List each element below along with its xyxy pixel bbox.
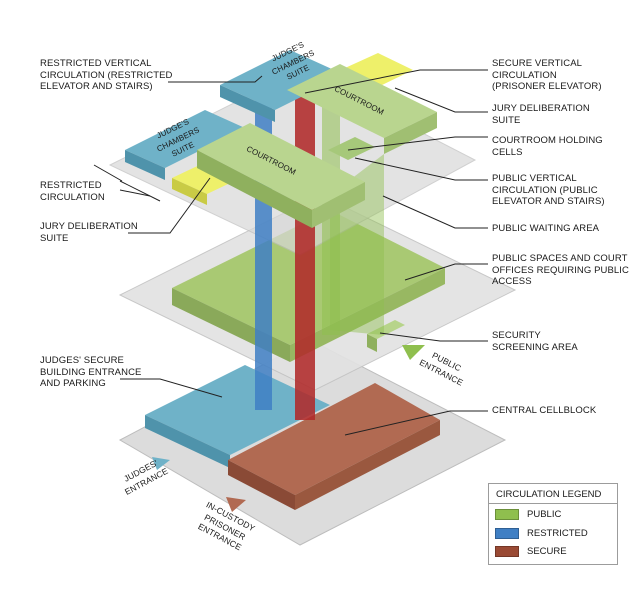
legend-item-secure: SECURE	[495, 546, 567, 557]
public-entrance-arrow	[402, 345, 425, 360]
judges-entrance-arrow	[152, 457, 170, 470]
legend-item-public: PUBLIC	[495, 509, 561, 520]
courtroom-right-block	[287, 64, 437, 138]
label-screening: SECURITY SCREENING AREA	[492, 330, 578, 353]
central-cellblock-block	[228, 383, 440, 495]
legend-swatch-secure	[495, 546, 519, 557]
legend-item-restricted: RESTRICTED	[495, 528, 588, 539]
holding-cells-block	[328, 137, 375, 160]
label-secure-vertical: SECURE VERTICAL CIRCULATION (PRISONER EL…	[492, 58, 602, 92]
label-public-vertical: PUBLIC VERTICAL CIRCULATION (PUBLIC ELEV…	[492, 173, 605, 207]
label-waiting: PUBLIC WAITING AREA	[492, 223, 600, 234]
judges-parking-block	[145, 365, 330, 455]
prisoner-entrance-arrow	[226, 497, 246, 512]
restricted-vertical-shaft	[255, 70, 272, 410]
courtroom-left-block	[197, 123, 365, 210]
label-jury-left: JURY DELIBERATION SUITE	[40, 221, 138, 244]
label-cellblock: CENTRAL CELLBLOCK	[492, 405, 597, 416]
circulation-legend: CIRCULATION LEGEND PUBLIC RESTRICTED SEC…	[488, 483, 618, 565]
legend-label-secure: SECURE	[527, 546, 567, 557]
legend-swatch-public	[495, 509, 519, 520]
secure-vertical-shaft	[295, 90, 315, 420]
leader-lines	[93, 69, 488, 436]
label-judges-secure: JUDGES' SECURE BUILDING ENTRANCE AND PAR…	[40, 355, 142, 389]
label-jury-right: JURY DELIBERATION SUITE	[492, 103, 590, 126]
legend-title: CIRCULATION LEGEND	[489, 484, 617, 504]
label-holding: COURTROOM HOLDING CELLS	[492, 135, 603, 158]
legend-swatch-restricted	[495, 528, 519, 539]
security-screening-block	[367, 320, 405, 339]
label-restricted-vertical: RESTRICTED VERTICAL CIRCULATION (RESTRIC…	[40, 58, 173, 92]
label-public-spaces: PUBLIC SPACES AND COURT OFFICES REQUIRIN…	[492, 253, 630, 287]
judges-chambers-top-block	[220, 50, 345, 110]
jury-suite-right-block	[345, 53, 413, 86]
judges-chambers-left-block	[125, 110, 245, 168]
label-restricted-circulation: RESTRICTED CIRCULATION	[40, 180, 105, 203]
legend-label-restricted: RESTRICTED	[527, 528, 588, 539]
legend-label-public: PUBLIC	[527, 509, 562, 520]
